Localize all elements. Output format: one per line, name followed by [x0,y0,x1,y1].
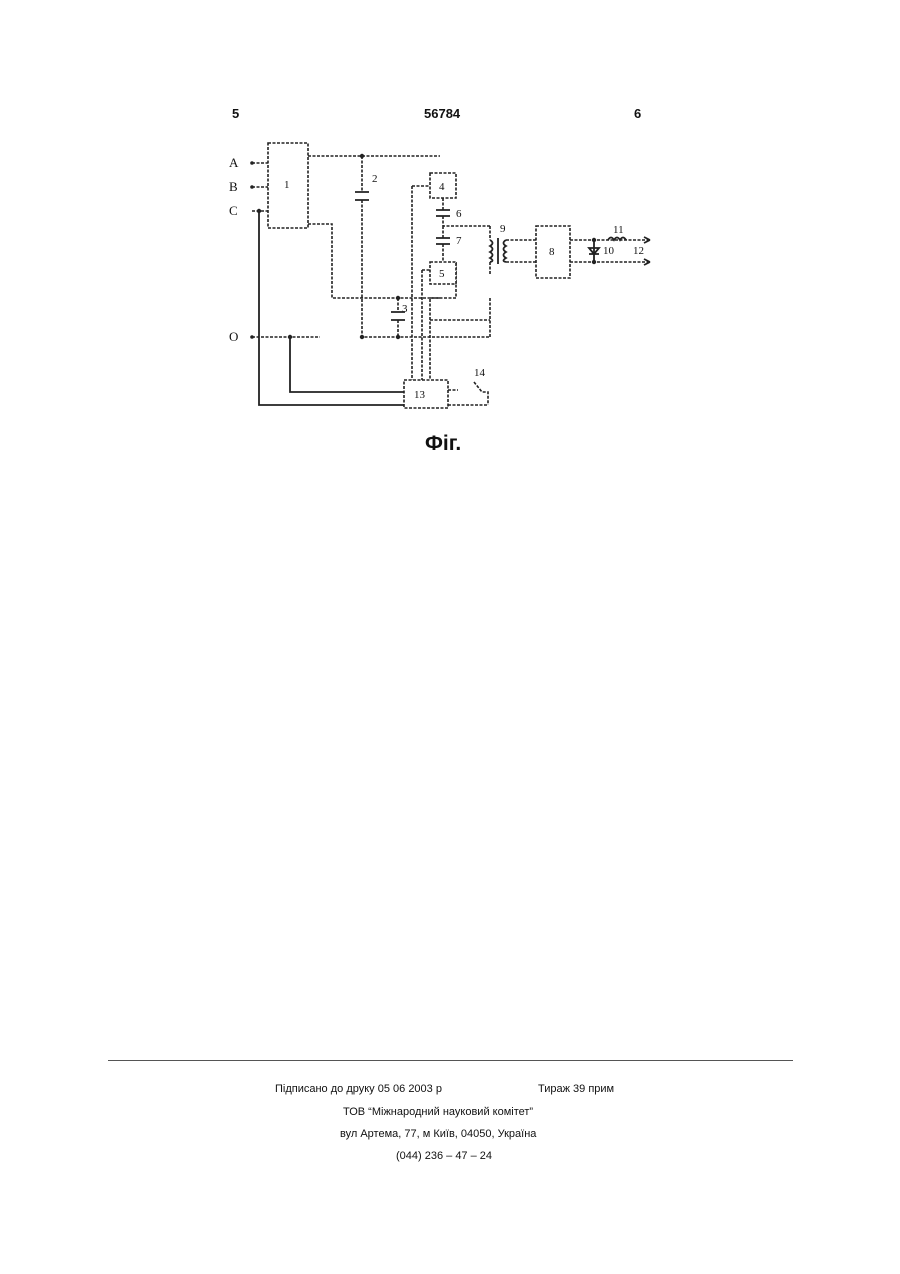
label-12: 12 [633,245,644,257]
label-8: 8 [549,246,555,258]
block-13 [404,380,448,408]
capacitor-symbols [355,192,450,320]
terminal-b-label: B [229,179,238,194]
footer-print-run: Тираж 39 прим [538,1083,614,1095]
label-3: 3 [402,303,408,315]
label-10: 10 [603,245,615,257]
terminal-o-label: O [229,329,238,344]
footer-phone: (044) 236 – 47 – 24 [396,1150,492,1162]
label-11: 11 [613,224,624,236]
figure-caption: Фіг. [425,432,461,456]
footer-organization: ТОВ “Міжнародний науковий комітет” [343,1106,533,1118]
terminal-c-label: C [229,203,238,218]
label-13: 13 [414,389,426,401]
output-arrows [644,237,650,265]
footer-divider [108,1060,793,1061]
terminal-a-label: A [229,155,239,170]
label-9: 9 [500,223,506,235]
footer-signed-date: Підписано до друку 05 06 2003 р [275,1083,442,1095]
footer-address: вул Артема, 77, м Київ, 04050, Україна [340,1128,536,1140]
label-4: 4 [439,181,445,193]
label-2: 2 [372,173,378,185]
label-1: 1 [284,179,290,191]
transformer-coils [490,238,506,264]
circuit-schematic: A B C O 1 2 3 4 5 6 7 8 9 10 11 12 13 14 [0,0,900,460]
label-5: 5 [439,268,445,280]
label-7: 7 [456,235,462,247]
label-14: 14 [474,367,486,379]
label-6: 6 [456,208,462,220]
